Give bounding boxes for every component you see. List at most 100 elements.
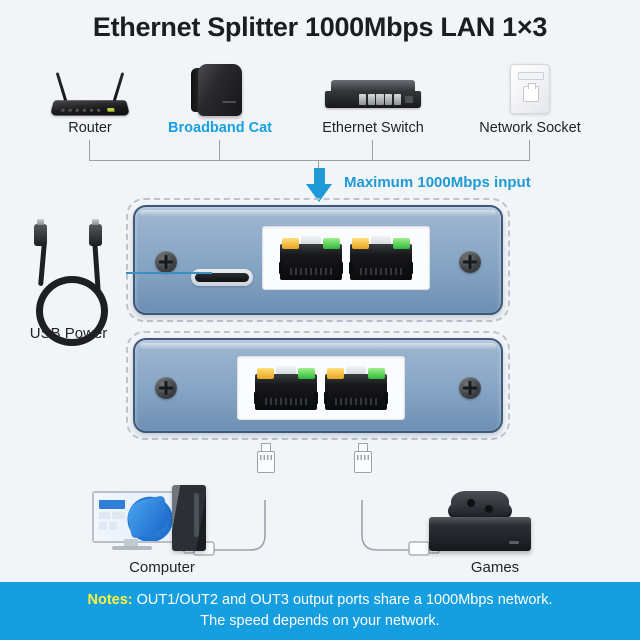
footer-line-1: OUT1/OUT2 and OUT3 output ports share a …: [136, 592, 553, 608]
modem-art: [160, 58, 280, 118]
footer-notes-bar: Notes: OUT1/OUT2 and OUT3 output ports s…: [0, 582, 640, 640]
game-controller-icon: [448, 491, 512, 519]
switch-top: [331, 80, 415, 92]
usb-cable-loop: [36, 276, 108, 346]
rj45-pins: [360, 268, 402, 275]
router-antenna-left-icon: [55, 72, 68, 102]
source-device-broadband-cat: Broadband Cat: [160, 58, 280, 136]
screw-left-icon: [155, 251, 177, 273]
screw-left-icon: [155, 377, 177, 399]
output-label-computer: Computer: [129, 559, 195, 576]
rj45-led-green-icon: [368, 368, 385, 379]
rj45-tab-left: [324, 392, 328, 404]
monitor-base: [112, 546, 152, 550]
output-device-computer: Computer: [92, 485, 232, 576]
source-label-router: Router: [68, 120, 112, 136]
rj45-shell: [324, 374, 388, 410]
socket-slot: [518, 72, 544, 80]
device-outline-dashed: [126, 331, 510, 440]
rj45-shell: [349, 244, 413, 280]
router-body: [49, 100, 131, 116]
usb-plug-a-icon: [34, 219, 47, 246]
socket-rj45-jack-icon: [523, 83, 539, 102]
source-connector-bracket: [0, 140, 640, 180]
console-body: [429, 517, 531, 551]
input-down-arrow-icon: [306, 168, 332, 202]
rj45-plug-out-games-icon: [352, 443, 372, 473]
screw-right-icon: [459, 251, 481, 273]
rj45-tab-right: [339, 262, 343, 274]
usb-plug-c-icon: [89, 219, 102, 246]
rj45-led-yellow-icon: [282, 238, 299, 249]
rj45-port-out1: [349, 236, 413, 280]
splitter-bottom-body: [133, 338, 503, 433]
modem-icon: [191, 64, 242, 116]
source-label-ethernet-switch: Ethernet Switch: [322, 120, 424, 136]
network-socket-art: [470, 58, 590, 118]
modem-shell: [198, 64, 242, 116]
rj45-plug-out-computer-icon: [255, 443, 275, 473]
rj45-tab-left: [254, 392, 258, 404]
rj45-tab-right: [314, 392, 318, 404]
rj45-led-green-icon: [298, 368, 315, 379]
output-label-games: Games: [470, 559, 520, 576]
usb-cable-lead-left: [38, 241, 47, 287]
footer-notes-label: Notes:: [87, 592, 133, 608]
output-device-games: Games: [425, 485, 565, 576]
rj45-pins: [265, 398, 307, 405]
rj45-led-green-icon: [323, 238, 340, 249]
switch-status-led-icon: [405, 96, 413, 103]
router-led-icon: [107, 107, 115, 112]
source-device-network-socket: Network Socket: [470, 58, 590, 136]
rj45-port-in1: [279, 236, 343, 280]
rj45-led-green-icon: [393, 238, 410, 249]
source-label-broadband-cat: Broadband Cat: [168, 120, 272, 136]
source-device-router: Router: [30, 58, 150, 136]
page-title: Ethernet Splitter 1000Mbps LAN 1×3: [92, 12, 548, 42]
splitter-top-unit: [126, 198, 510, 322]
wall-network-socket-icon: [510, 64, 550, 114]
monitor-icon: [92, 491, 174, 543]
router-art: [30, 58, 150, 118]
ethernet-switch-icon: [325, 80, 421, 110]
source-device-ethernet-switch: Ethernet Switch: [313, 58, 433, 136]
footer-inner: Notes: OUT1/OUT2 and OUT3 output ports s…: [61, 590, 578, 632]
rj45-led-yellow-icon: [327, 368, 344, 379]
game-console-icon: [425, 485, 535, 555]
rj45-pins: [335, 398, 377, 405]
rj45-shell: [279, 244, 343, 280]
bottom-port-panel: [237, 356, 405, 420]
switch-ports: [359, 94, 402, 105]
rj45-tab-left: [279, 262, 283, 274]
top-port-panel: [262, 226, 430, 290]
usb-cable-icon: [14, 219, 124, 346]
controller-stick-left: [467, 499, 475, 507]
rj45-pins: [290, 268, 332, 275]
ethernet-switch-art: [313, 58, 433, 118]
rj45-tab-left: [349, 262, 353, 274]
rj45-led-yellow-icon: [257, 368, 274, 379]
source-label-network-socket: Network Socket: [479, 120, 581, 136]
input-caption: Maximum 1000Mbps input: [344, 174, 531, 191]
controller-stick-right: [485, 505, 493, 513]
rj45-port-out2: [254, 366, 318, 410]
source-device-row: Router Broadband Cat: [0, 58, 640, 148]
window-chrome: [99, 500, 125, 509]
modem-side: [191, 68, 201, 112]
rj45-tab-right: [384, 392, 388, 404]
device-outline-dashed: [126, 198, 510, 322]
usb-power-label: USB Power: [29, 325, 108, 342]
splitter-bottom-unit: [126, 331, 510, 440]
monitor-stand: [124, 539, 138, 547]
pc-tower-icon: [172, 485, 206, 551]
output-cable-lines: [205, 500, 420, 551]
screw-right-icon: [459, 377, 481, 399]
rj45-led-yellow-icon: [352, 238, 369, 249]
splitter-top-body: [133, 205, 503, 315]
rj45-port-out3: [324, 366, 388, 410]
rj45-tab-right: [409, 262, 413, 274]
router-antenna-right-icon: [112, 72, 125, 102]
rj45-shell: [254, 374, 318, 410]
router-icon: [44, 72, 136, 116]
